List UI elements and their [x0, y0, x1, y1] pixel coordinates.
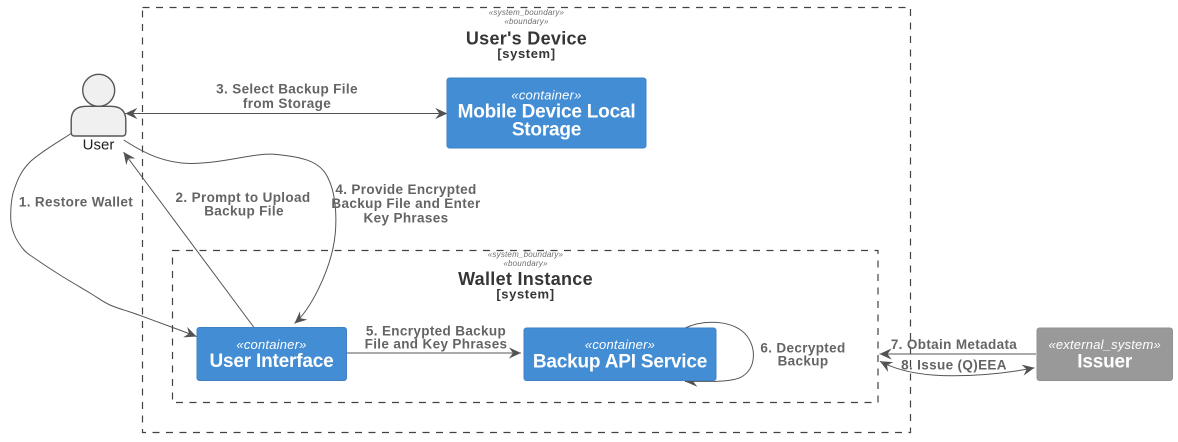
svg-text:File and Key Phrases: File and Key Phrases	[365, 337, 508, 352]
svg-text:7. Obtain Metadata: 7. Obtain Metadata	[891, 337, 1017, 352]
svg-text:5. Encrypted Backup: 5. Encrypted Backup	[366, 323, 506, 338]
svg-text:1. Restore Wallet: 1. Restore Wallet	[19, 194, 133, 209]
svg-text:Backup API Service: Backup API Service	[533, 351, 707, 372]
svg-text:Mobile Device Local: Mobile Device Local	[458, 102, 636, 123]
svg-text:Wallet Instance: Wallet Instance	[458, 269, 593, 289]
svg-text:Backup File: Backup File	[204, 203, 284, 218]
svg-text:Issuer: Issuer	[1077, 351, 1133, 372]
svg-text:«container»: «container»	[585, 337, 655, 352]
svg-text:from Storage: from Storage	[243, 96, 331, 111]
svg-text:Backup: Backup	[778, 354, 829, 369]
svg-text:6. Decrypted: 6. Decrypted	[760, 341, 845, 356]
svg-text:«system_boundary»: «system_boundary»	[489, 8, 565, 17]
svg-text:3. Select Backup File: 3. Select Backup File	[216, 82, 358, 97]
svg-text:«container»: «container»	[236, 337, 306, 352]
svg-text:«external_system»: «external_system»	[1048, 337, 1161, 352]
svg-text:4. Provide Encrypted: 4. Provide Encrypted	[335, 182, 476, 197]
svg-text:Storage: Storage	[512, 120, 581, 141]
svg-text:Backup File and Enter: Backup File and Enter	[331, 196, 481, 211]
svg-text:User Interface: User Interface	[210, 351, 334, 372]
svg-text:User: User	[83, 137, 115, 154]
svg-text:[system]: [system]	[497, 46, 555, 61]
svg-text:[system]: [system]	[496, 287, 554, 302]
svg-text:«boundary»: «boundary»	[504, 17, 549, 26]
svg-text:User's Device: User's Device	[466, 28, 587, 48]
svg-text:2. Prompt to Upload: 2. Prompt to Upload	[176, 190, 311, 205]
svg-text:«boundary»: «boundary»	[503, 259, 548, 268]
svg-text:Key Phrases: Key Phrases	[364, 211, 449, 226]
svg-text:«container»: «container»	[511, 87, 581, 102]
svg-text:8. Issue (Q)EEA: 8. Issue (Q)EEA	[901, 358, 1007, 373]
svg-text:«system_boundary»: «system_boundary»	[488, 250, 564, 259]
